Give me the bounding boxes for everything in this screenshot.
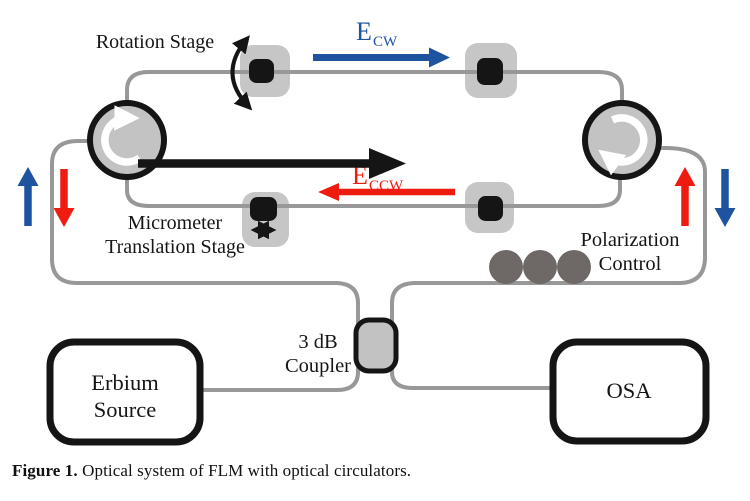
figure-caption: Figure 1. Optical system of FLM with opt… [12, 461, 411, 481]
coupler-label-line2: Coupler [285, 355, 351, 377]
flm-diagram: E CCW Rotation Stage E CW Micrometer Tra… [17, 17, 736, 446]
polarization-paddle [489, 250, 523, 284]
right-circulator [582, 100, 662, 180]
fiber-left-branch [50, 139, 360, 342]
fiber-clamp-top-right [477, 58, 503, 85]
fiber-erbium-branch [200, 348, 360, 392]
figure-caption-text: Optical system of FLM with optical circu… [77, 461, 412, 480]
rotation-axis-arrow-icon [230, 35, 253, 111]
fiber-clamp-micrometer [250, 197, 277, 221]
polarization-paddle [557, 250, 591, 284]
coupler-body [353, 317, 399, 374]
left-red-down-arrow-head-icon [53, 208, 75, 227]
right-blue-down-arrow-head-icon [714, 208, 736, 227]
right-red-up-arrow-head-icon [674, 167, 696, 186]
fiber-clamp-bottom-right [478, 196, 503, 221]
rotation-stage-label: Rotation Stage [96, 31, 214, 53]
polarization-control-label-line1: Polarization [580, 229, 679, 251]
fiber-top-span [125, 70, 624, 104]
left-circulator [87, 100, 167, 180]
left-blue-up-arrow-head-icon [17, 167, 39, 186]
osa-label: OSA [606, 378, 652, 403]
ccw-arrow-head-icon [318, 183, 339, 201]
fiber-right-branch [390, 146, 707, 342]
polarization-control-label-line2: Control [599, 253, 662, 275]
erbium-source-label-line1: Erbium [91, 370, 159, 395]
right-circulator-rotation-icon [598, 114, 648, 176]
figure-caption-number: Figure 1. [12, 461, 78, 480]
fiber-clamp-top-left [249, 59, 274, 83]
e-cw-label: E [356, 17, 372, 46]
left-circulator-rotation-icon [101, 105, 142, 166]
micrometer-stage-label-line1: Micrometer [128, 212, 223, 234]
input-beam-arrow-head-icon [369, 148, 406, 179]
polarization-paddle [523, 250, 557, 284]
erbium-source-label-line2: Source [94, 397, 156, 422]
micrometer-stage-label-line2: Translation Stage [105, 236, 245, 258]
fiber-osa-branch [390, 348, 554, 390]
osa-box [549, 338, 710, 445]
cw-arrow-head-icon [429, 47, 450, 68]
erbium-source-box [46, 338, 204, 446]
e-ccw-label: E [352, 161, 368, 190]
fiber-middle-span [125, 176, 622, 208]
coupler-label-line1: 3 dB [298, 331, 337, 353]
e-cw-subscript: CW [373, 34, 398, 50]
